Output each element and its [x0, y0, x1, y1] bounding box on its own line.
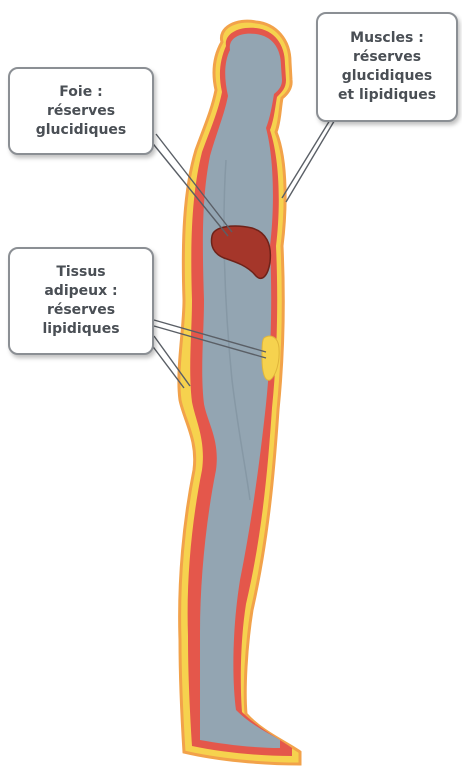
- callout-muscles-line-1: Muscles :: [350, 29, 424, 48]
- callout-muscles-line-4: et lipidiques: [338, 86, 436, 105]
- leader-muscles-a: [282, 120, 330, 198]
- callout-muscles-line-3: glucidiques: [342, 67, 433, 86]
- callout-muscles-line-2: réserves: [353, 48, 421, 67]
- leader-muscles-b: [286, 118, 336, 202]
- callout-adipose-line-1: Tissus: [56, 263, 105, 282]
- callout-liver-line-2: réserves: [47, 102, 115, 121]
- callout-liver-line-3: glucidiques: [36, 121, 127, 140]
- callout-adipose: Tissus adipeux : réserves lipidiques: [8, 247, 154, 355]
- callout-muscles: Muscles : réserves glucidiques et lipidi…: [316, 12, 458, 122]
- callout-liver-line-1: Foie :: [59, 83, 102, 102]
- callout-adipose-line-2: adipeux :: [44, 282, 117, 301]
- callout-adipose-line-4: lipidiques: [42, 320, 119, 339]
- callout-liver: Foie : réserves glucidiques: [8, 67, 154, 155]
- callout-adipose-line-3: réserves: [47, 301, 115, 320]
